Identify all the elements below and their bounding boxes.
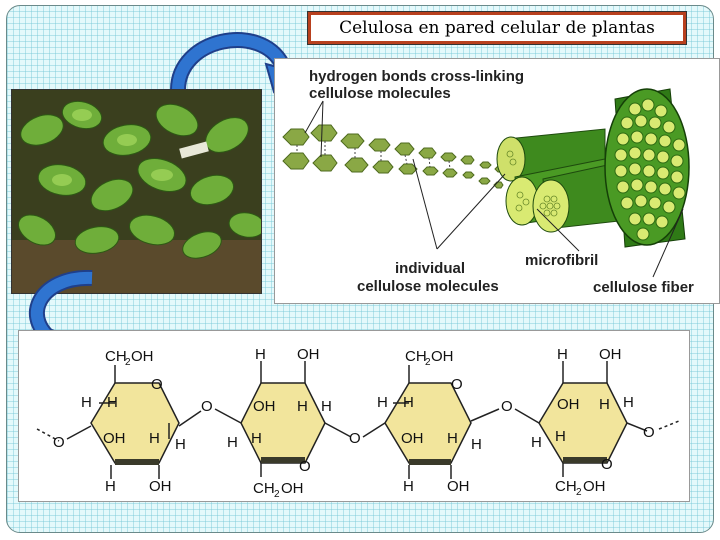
r4-h-inner: H [599,396,610,413]
r1-h-inner: H [107,394,118,411]
r3-oh-bottom: OH [447,478,470,495]
r3-h-inner: H [403,394,414,411]
cellulose-structure-panel: CH 2 OH O H H OH H H H OH O O H OH OH H … [18,330,690,502]
r1-oh: OH [103,430,126,447]
r2-ch2oh-oh: OH [281,480,304,497]
r3-oh: OH [401,430,424,447]
r4-oh-top: OH [599,346,622,363]
r4-h-left: H [531,434,542,451]
r4-ch2oh-c: CH [555,478,577,495]
r2-oh: OH [253,398,276,415]
cellulose-fiber-bundle [604,88,690,248]
r2-h-c: H [251,430,262,447]
r4-h-c: H [555,428,566,445]
label-microfibril: microfibril [525,252,599,269]
r4-h-top: H [557,346,568,363]
cellulose-chains [282,124,506,189]
label-individual-2: cellulose molecules [357,278,499,295]
r1-ch2oh-sub: 2 [125,357,131,368]
glucose-ring-2 [240,361,326,477]
r4-h-right: H [623,394,634,411]
label-individual-1: individual [395,260,466,277]
label-cellulose-fiber: cellulose fiber [593,279,694,296]
label-hydrogen-bonds-2: cellulose molecules [309,85,451,102]
r4-ch2oh-sub: 2 [576,487,582,498]
r1-h-c2: H [175,436,186,453]
r3-ring-o: O [451,376,463,393]
r2-h-inner: H [297,398,308,415]
r4-ring-o: O [601,456,613,473]
r3-h-right: H [447,430,458,447]
r2-h-top: H [255,346,266,363]
r3-h-c2: H [471,436,482,453]
bridge-o-4: O [643,424,655,441]
r3-ch2oh-c: CH [405,348,427,365]
r4-ch2oh-oh: OH [583,478,606,495]
r2-ring-o: O [299,458,311,475]
r1-h-left: H [81,394,92,411]
r4-oh: OH [557,396,580,413]
r2-h-right: H [321,398,332,415]
r1-ch2oh-c: CH [105,348,127,365]
r1-h-bottom: H [105,478,116,495]
glucose-ring-1 [90,365,180,479]
r2-ch2oh-sub: 2 [274,489,280,500]
plant-photo [11,89,262,294]
slide-title: Celulosa en pared celular de plantas [339,18,655,38]
bridge-o-1: O [201,398,213,415]
label-hydrogen-bonds-1: hydrogen bonds cross-linking [309,68,525,85]
title-box: Celulosa en pared celular de plantas [307,11,687,45]
r3-ch2oh-oh: OH [431,348,454,365]
bridge-o-0: O [53,434,65,451]
r1-h-right: H [149,430,160,447]
bridge-o-2: O [349,430,361,447]
r1-ring-o: O [151,376,163,393]
r2-oh-top: OH [297,346,320,363]
r3-h-left: H [377,394,388,411]
r2-ch2oh-c: CH [253,480,275,497]
bridge-o-3: O [501,398,513,415]
cellulose-fiber-diagram: hydrogen bonds cross-linking cellulose m… [274,58,720,304]
r1-ch2oh-oh: OH [131,348,154,365]
r3-ch2oh-sub: 2 [425,357,431,368]
r3-h-bottom: H [403,478,414,495]
glucose-ring-3 [384,365,472,479]
r2-h-left: H [227,434,238,451]
r1-oh-bottom: OH [149,478,172,495]
glucose-ring-4 [538,361,628,477]
